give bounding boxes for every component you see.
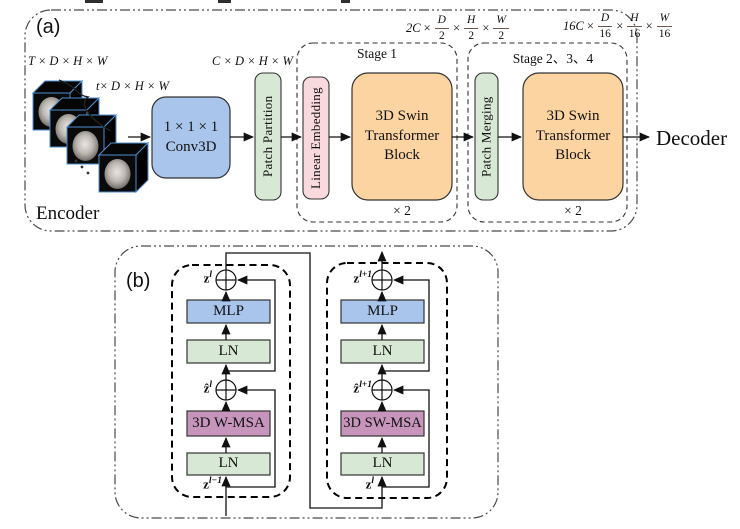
swin-line3: Block bbox=[555, 147, 591, 164]
mri-volume-stack bbox=[31, 79, 150, 194]
times-sign: × bbox=[616, 19, 624, 33]
stage1-label: Stage 1 bbox=[356, 46, 398, 61]
sum-node bbox=[371, 269, 393, 291]
stage1-repeat-label: × 2 bbox=[393, 203, 411, 218]
stage234-label: Stage 2、3、4 bbox=[512, 51, 594, 66]
grouping-brace bbox=[58, 79, 112, 132]
swmsa-box bbox=[340, 410, 425, 437]
encoder-label: Encoder bbox=[36, 203, 100, 224]
swmsa-sub-block-box bbox=[326, 262, 448, 499]
right-skip-lower bbox=[382, 385, 430, 488]
linear-embedding-block bbox=[302, 76, 330, 200]
times-sign: × bbox=[452, 21, 461, 35]
swin-block-stage1-label: 3D Swin Transformer Block bbox=[352, 73, 452, 200]
ln-top-box-left bbox=[186, 339, 271, 364]
ln-bottom-box-left bbox=[186, 452, 271, 476]
ellipsis-dots bbox=[74, 159, 90, 175]
cropped-text-artifact bbox=[85, 0, 350, 3]
conv3d-kernel: 1 × 1 × 1 bbox=[163, 119, 219, 135]
right-input-zlabel: zl bbox=[365, 476, 374, 492]
right-mid-zlabel: ẑl+1 bbox=[353, 380, 372, 396]
stage1-box bbox=[296, 42, 458, 223]
sum-node bbox=[215, 379, 237, 401]
patch-partition-label: Patch Partition bbox=[260, 95, 275, 178]
swin-line2: Transformer bbox=[364, 127, 440, 144]
mri-cube bbox=[97, 141, 150, 194]
swin-line1: 3D Swin bbox=[375, 108, 429, 125]
panel-b-tag: (b) bbox=[126, 270, 151, 292]
left-skip-lower bbox=[226, 385, 276, 488]
times-sign: × bbox=[423, 21, 431, 35]
mlp-label-left: MLP bbox=[213, 302, 244, 319]
embed-dim-label: C × D × H × W bbox=[212, 54, 293, 68]
left-output-zlabel: zl bbox=[203, 270, 212, 286]
panel-a-tag: (a) bbox=[36, 16, 61, 38]
sum-node bbox=[371, 379, 393, 401]
linear-embedding-label: Linear Embedding bbox=[308, 87, 323, 189]
patch-merging-label: Patch Merging bbox=[478, 96, 494, 177]
tubelet-dim-label: t× D × H × W bbox=[96, 79, 169, 93]
swin-line3: Block bbox=[384, 147, 420, 164]
ln-top-label-left: LN bbox=[218, 342, 239, 359]
left-input-zlabel: zl−1 bbox=[203, 476, 222, 492]
interblock-connector bbox=[225, 252, 387, 509]
conv3d-name: Conv3D bbox=[165, 138, 217, 155]
dim-prefix: 16C bbox=[563, 19, 584, 33]
ln-bottom-label-right: LN bbox=[372, 455, 393, 472]
swin-block-stage234-label: 3D Swin Transformer Block bbox=[523, 73, 623, 200]
ln-bottom-label-left: LN bbox=[218, 455, 239, 472]
swmsa-label: 3D SW-MSA bbox=[343, 415, 422, 432]
decoder-label: Decoder bbox=[656, 126, 728, 150]
left-mid-zlabel: ẑl bbox=[203, 380, 212, 396]
right-skip-upper bbox=[382, 275, 430, 372]
wmsa-label: 3D W-MSA bbox=[192, 414, 265, 431]
dim-prefix: 2C bbox=[406, 21, 421, 35]
stage234-repeat-label: × 2 bbox=[564, 203, 582, 218]
stage234-box bbox=[467, 42, 628, 223]
times-sign: × bbox=[586, 19, 594, 33]
mlp-label-right: MLP bbox=[367, 302, 398, 319]
ln-top-label-right: LN bbox=[372, 342, 393, 359]
encoder-outer-box bbox=[24, 9, 638, 232]
right-output-zlabel: zl+1 bbox=[353, 270, 372, 286]
left-skip-upper bbox=[226, 275, 276, 372]
conv3d-label: 1 × 1 × 1 Conv3D bbox=[152, 97, 230, 178]
times-sign: × bbox=[482, 21, 490, 35]
swin-line2: Transformer bbox=[535, 127, 611, 144]
swin-detail-outer-box bbox=[114, 245, 499, 519]
swin-line1: 3D Swin bbox=[546, 108, 600, 125]
wmsa-sub-block-box bbox=[171, 264, 291, 498]
input-dim-label: T × D × H × W bbox=[28, 54, 108, 68]
times-sign: × bbox=[645, 19, 653, 33]
sum-node bbox=[215, 269, 237, 291]
